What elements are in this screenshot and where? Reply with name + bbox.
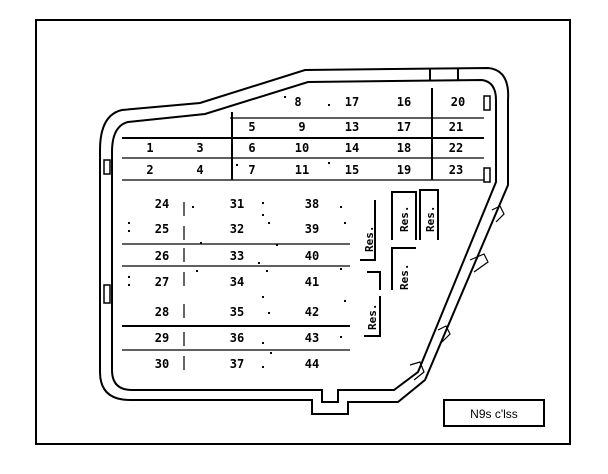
fuse-number: 18: [397, 141, 411, 155]
dot-pattern: [128, 96, 346, 368]
fuse-number: 25: [155, 222, 169, 236]
fuse-number: 4: [196, 163, 203, 177]
fuse-number: 33: [230, 249, 244, 263]
fuse-number: 8: [294, 95, 301, 109]
res-label-4: Res.: [398, 264, 411, 291]
reserve-slots: Res. Res. Res. Res. Res.: [360, 189, 439, 337]
fuse-number: 32: [230, 222, 244, 236]
fuse-number: 44: [305, 357, 319, 371]
fuse-number: 7: [248, 163, 255, 177]
fuse-number: 17: [345, 95, 359, 109]
fuse-number: 13: [345, 120, 359, 134]
diagram-tag-box: [443, 399, 545, 427]
fuse-number: 26: [155, 249, 169, 263]
fuse-number: 40: [305, 249, 319, 263]
fuse-number: 31: [230, 197, 244, 211]
fuse-number: 36: [230, 331, 244, 345]
fuse-number: 10: [295, 141, 309, 155]
lower-fuse-numbers: 24 25 26 27 28 29 30 31 32 33 34 35 36 3…: [155, 197, 319, 371]
fuse-number: 5: [248, 120, 255, 134]
fuse-number: 29: [155, 331, 169, 345]
right-edge-bumps: [409, 205, 505, 381]
fuse-number: 27: [155, 275, 169, 289]
fuse-box-outline-inner: [111, 78, 497, 403]
right-tab-mid: [483, 167, 491, 183]
fuse-number: 34: [230, 275, 244, 289]
fuse-number: 6: [248, 141, 255, 155]
res-label-1: Res.: [363, 226, 376, 253]
fuse-number: 11: [295, 163, 309, 177]
fuse-number: 15: [345, 163, 359, 177]
fuse-number: 39: [305, 222, 319, 236]
right-tab-top: [483, 95, 491, 111]
fuse-number: 19: [397, 163, 411, 177]
fuse-number: 14: [345, 141, 359, 155]
fuse-number: 30: [155, 357, 169, 371]
fuse-number: 1: [146, 141, 153, 155]
fuse-number: 38: [305, 197, 319, 211]
fuse-number: 37: [230, 357, 244, 371]
fuse-number: 43: [305, 331, 319, 345]
fuse-number: 35: [230, 305, 244, 319]
diagram-tag-text: N9s c'lss: [470, 407, 518, 421]
fuse-number: 41: [305, 275, 319, 289]
fuse-number: 9: [298, 120, 305, 134]
res-label-3: Res.: [424, 206, 437, 233]
fuse-number: 22: [449, 141, 463, 155]
fuse-number: 16: [397, 95, 411, 109]
fuse-number: 21: [449, 120, 463, 134]
fuse-number: 20: [451, 95, 465, 109]
res-label-2: Res.: [398, 206, 411, 233]
outer-frame: [35, 19, 571, 445]
left-tab-top: [103, 159, 111, 175]
res-label-5: Res.: [366, 304, 379, 331]
fuse-number: 17: [397, 120, 411, 134]
fuse-number: 23: [449, 163, 463, 177]
left-tab-bottom: [103, 284, 111, 304]
fuse-number: 42: [305, 305, 319, 319]
fuse-number: 2: [146, 163, 153, 177]
fuse-number: 28: [155, 305, 169, 319]
fuse-number: 3: [196, 141, 203, 155]
fuse-box-outline-outer: [99, 66, 510, 415]
fuse-number: 24: [155, 197, 169, 211]
top-fuse-numbers: 8 17 16 20 5 9 13 17 21 1 3 6 10 14 18 2…: [146, 95, 465, 177]
